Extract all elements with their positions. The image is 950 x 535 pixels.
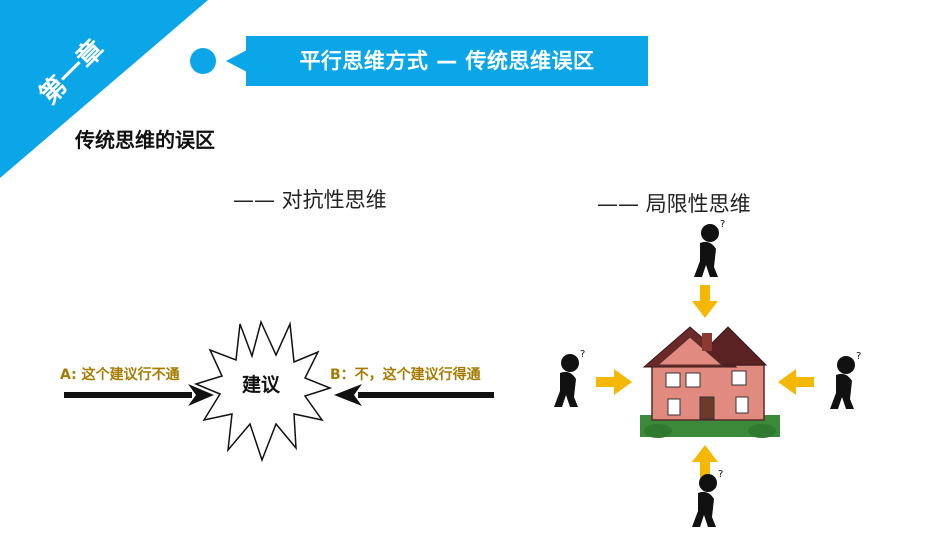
header-bar bbox=[246, 36, 648, 86]
thinker-left-icon: ? bbox=[554, 349, 585, 407]
arrow-right-icon bbox=[778, 369, 814, 395]
svg-text:?: ? bbox=[718, 469, 723, 480]
page-title: 平行思维方式 — 传统思维误区 bbox=[299, 49, 595, 73]
svg-text:?: ? bbox=[720, 219, 725, 230]
header-bullet-dot bbox=[190, 48, 216, 74]
speaker-a-label: A: 这个建议行不通 bbox=[60, 367, 180, 383]
arrow-left-icon bbox=[596, 369, 632, 395]
arrow-top-icon bbox=[692, 285, 718, 318]
adversarial-diagram bbox=[64, 319, 494, 463]
house-icon bbox=[640, 326, 780, 438]
speaker-b-label: B：不，这个建议行得通 bbox=[330, 367, 481, 383]
idea-burst-shape bbox=[193, 319, 333, 463]
svg-text:?: ? bbox=[856, 351, 861, 362]
idea-burst-label: 建议 bbox=[241, 374, 280, 396]
adversarial-thinking-subtitle: —— 对抗性思维 bbox=[233, 188, 387, 212]
thinker-top-icon: ? bbox=[694, 219, 725, 277]
arrow-bottom-icon bbox=[692, 445, 718, 478]
arrow-a-head bbox=[188, 384, 214, 406]
svg-text:?: ? bbox=[580, 349, 585, 360]
section-heading: 传统思维的误区 bbox=[75, 128, 215, 152]
arrow-b-head bbox=[334, 384, 362, 406]
limited-thinking-diagram: ? ? ? ? bbox=[554, 219, 861, 527]
thinker-bottom-icon: ? bbox=[692, 469, 723, 527]
chapter-corner-ribbon: 第一章 bbox=[0, 0, 208, 178]
header-pointer bbox=[226, 50, 247, 72]
limited-thinking-subtitle: —— 局限性思维 bbox=[597, 192, 751, 216]
thinker-right-icon: ? bbox=[830, 351, 861, 409]
